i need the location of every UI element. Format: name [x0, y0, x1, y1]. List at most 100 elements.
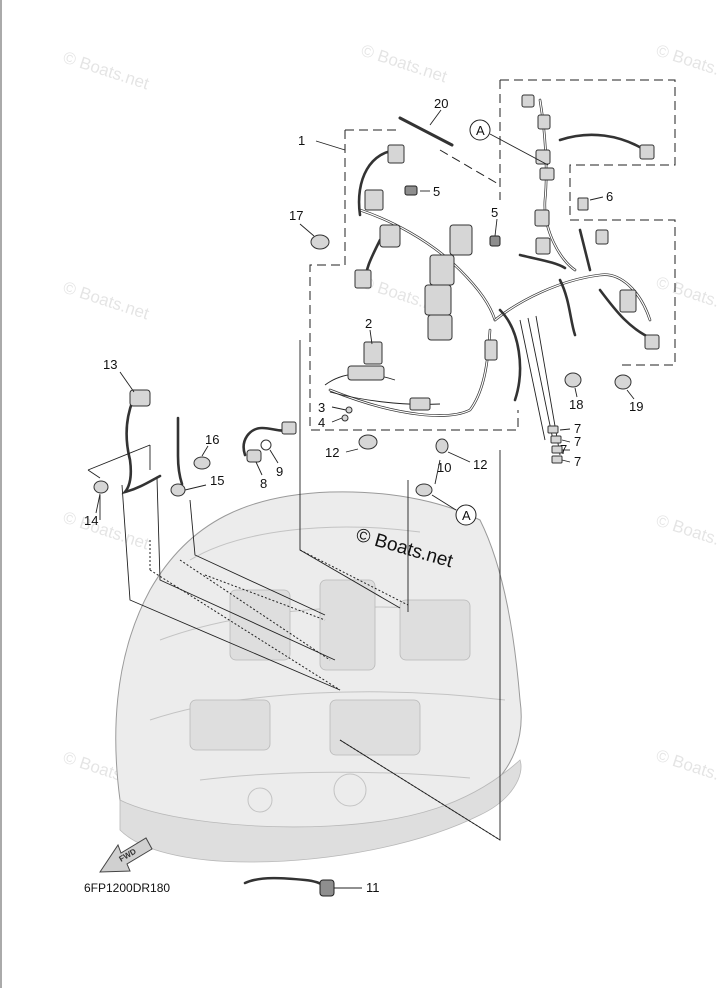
- leader-7: [561, 439, 571, 443]
- callout-16: 16: [205, 432, 219, 447]
- hidden-line: [149, 540, 341, 691]
- callout-11: 11: [366, 880, 380, 895]
- connector: [644, 334, 660, 350]
- washer-4: [341, 414, 349, 422]
- callout-3: 3: [318, 400, 325, 415]
- harness-wire: [558, 133, 647, 152]
- terminal-7: [547, 425, 559, 434]
- leader-15: [184, 484, 207, 491]
- cowling-line: [189, 526, 421, 561]
- connector: [364, 189, 384, 211]
- connector: [429, 254, 455, 286]
- callout-14: 14: [84, 513, 98, 528]
- callout-leaders: [95, 109, 635, 889]
- callout-7: 7: [574, 421, 581, 436]
- cowling-block: [329, 699, 421, 756]
- hidden-line: [339, 739, 501, 841]
- bottom-cowling: [115, 491, 522, 863]
- watermark: © Boats.net: [654, 273, 717, 319]
- bolt-3: [345, 406, 353, 414]
- reference-circle: [455, 504, 477, 526]
- callout-10: 10: [437, 460, 451, 475]
- bracket-13: [87, 444, 151, 479]
- leader-5b: [494, 218, 498, 237]
- terminal-7: [551, 455, 563, 464]
- wire-harness: [324, 94, 660, 456]
- connector: [354, 269, 372, 289]
- connector: [539, 167, 555, 181]
- watermark: © Boats.net: [359, 41, 450, 87]
- leader-8: [255, 461, 263, 476]
- clamp-5: [404, 185, 418, 196]
- leader-12b: [447, 451, 471, 463]
- reference-label: A: [476, 123, 485, 138]
- callout-9: 9: [276, 464, 283, 479]
- leader-20: [429, 109, 442, 126]
- grommet-19: [614, 374, 632, 390]
- leader-13: [119, 371, 135, 393]
- connector: [537, 114, 551, 130]
- leader-2: [369, 329, 373, 345]
- callout-4: 4: [318, 415, 325, 430]
- sensor-11: [319, 879, 335, 897]
- hidden-line: [299, 549, 409, 606]
- callout-20: 20: [434, 96, 448, 111]
- leader-19: [626, 389, 635, 400]
- leader-16: [201, 445, 209, 457]
- connector: [619, 289, 637, 313]
- terminal-7: [550, 435, 562, 444]
- lead-wires-7: [519, 315, 561, 456]
- loose-parts: [93, 116, 632, 897]
- assembly-boundaries: [309, 79, 676, 431]
- connector: [521, 94, 535, 108]
- watermark: © Boats.net: [654, 41, 717, 87]
- grommet-14: [93, 480, 109, 494]
- diagram-code: 6FP1200DR180: [84, 881, 170, 895]
- leader-12: [345, 448, 359, 453]
- watermark: © Boats.net: [654, 746, 717, 792]
- cowling-block: [229, 589, 291, 661]
- callout-8: 8: [260, 476, 267, 491]
- connector: [379, 224, 401, 248]
- connector: [534, 209, 550, 227]
- leader-3: [331, 406, 347, 411]
- connector: [409, 397, 431, 411]
- leader-14: [95, 493, 101, 514]
- sensor-13: [129, 389, 151, 407]
- connector: [347, 365, 385, 381]
- grommet-12: [435, 438, 449, 454]
- lead-11: [243, 876, 327, 888]
- harness-wire: [518, 253, 567, 270]
- harness-wire: [578, 228, 592, 272]
- callout-6: 6: [606, 189, 613, 204]
- o-ring-9: [260, 439, 272, 451]
- callout-1: 1: [298, 133, 305, 148]
- callout-13: 13: [103, 357, 117, 372]
- connector: [387, 144, 405, 164]
- reference-circle: [469, 119, 491, 141]
- cowling-boss: [333, 773, 367, 807]
- harness-box-right: [499, 79, 676, 366]
- terminal-7: [551, 445, 563, 454]
- lead-13: [176, 416, 184, 486]
- cowling-line: [199, 771, 471, 781]
- reference-leader: [431, 494, 457, 511]
- callout-17: 17: [289, 208, 303, 223]
- callout-2: 2: [365, 316, 372, 331]
- fwd-arrow: FWD: [99, 837, 153, 873]
- harness-wire-core: [329, 329, 491, 417]
- callout-5: 5: [433, 184, 440, 199]
- callout-labels: 1 2 3 4 5 5 6 7 7 7 7 8 9 10 11 12 12 13…: [84, 96, 643, 895]
- connector: [595, 229, 609, 245]
- leader-9: [269, 449, 279, 464]
- cowling-lip: [119, 759, 522, 863]
- watermark: © Boats.net: [654, 511, 717, 557]
- leader-17: [299, 223, 315, 237]
- callout-7d: 7: [574, 454, 581, 469]
- connector: [427, 314, 453, 341]
- grommet-12: [358, 434, 378, 450]
- leader-7: [561, 459, 571, 463]
- grommet-18: [564, 372, 582, 388]
- leader-6: [589, 196, 604, 201]
- leader-1: [315, 140, 346, 151]
